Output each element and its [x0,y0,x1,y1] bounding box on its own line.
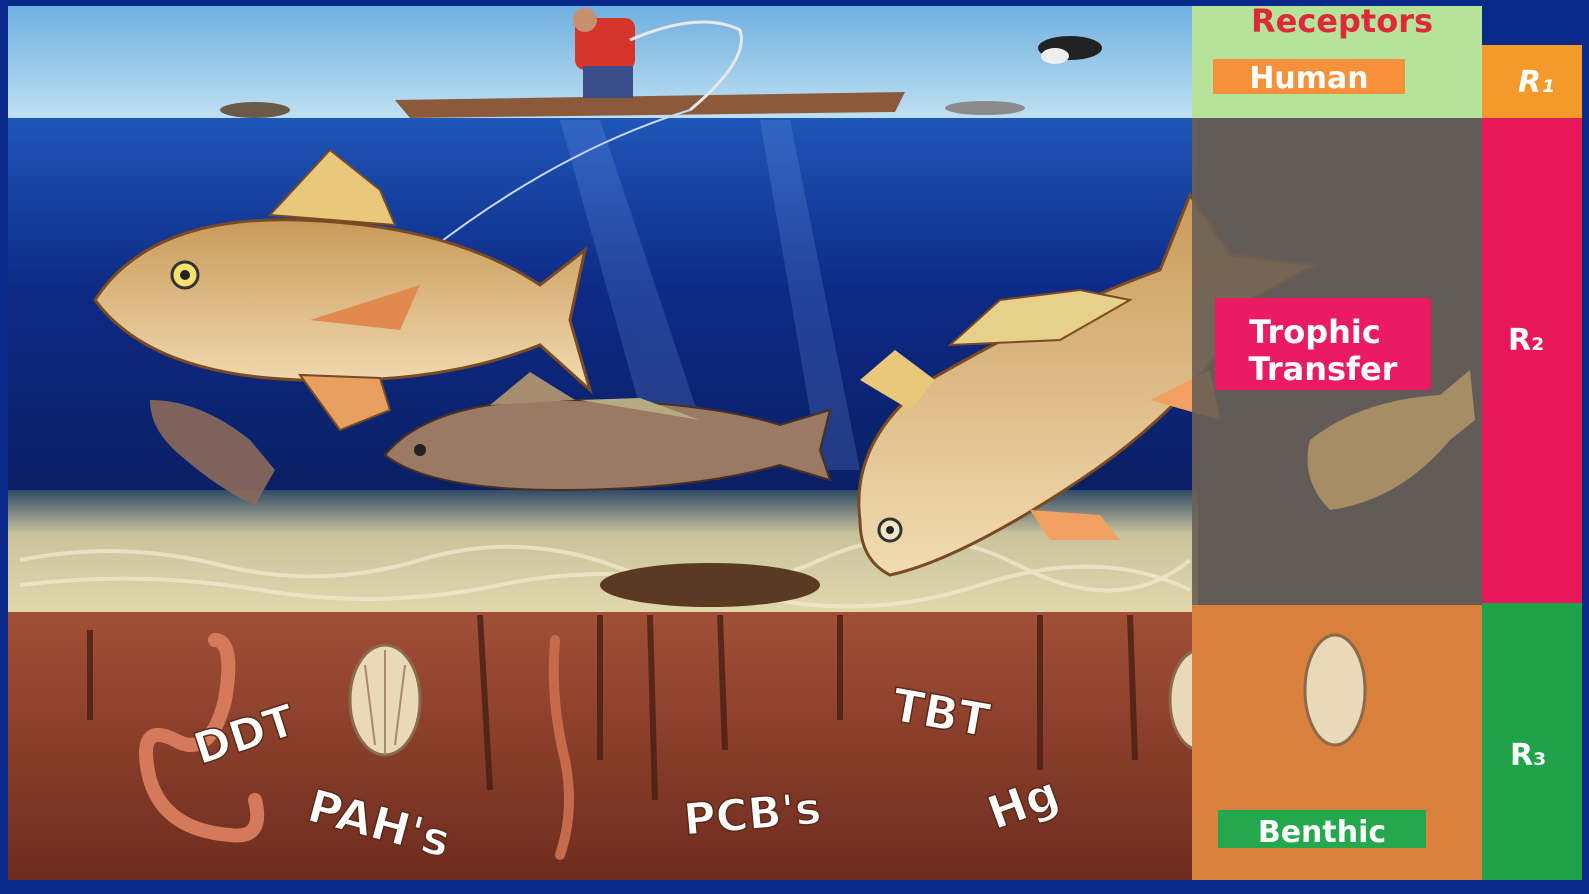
clam-shell-1 [350,645,420,755]
risk-tier-column: R₁ R₂ R₃ [1482,45,1582,880]
receptors-heading: Receptors [1251,2,1433,40]
benthic-label: Benthic [1258,815,1386,850]
tier-r1-label: R₁ [1518,65,1554,100]
trophic-label-line1: Trophic [1249,313,1381,351]
trophic-label-line2: Transfer [1249,350,1398,388]
small-boat-left [220,102,290,118]
bottom-flatfish [600,563,820,607]
receptors-panel: Receptors Human Trophic Transfer Benthic [1192,2,1482,880]
panel-clam-shell [1305,635,1365,745]
tier-r2-label: R₂ [1508,323,1544,358]
human-label: Human [1249,61,1368,96]
tier-r3-label: R₃ [1510,738,1546,773]
tier-r2-bar [1482,118,1582,603]
buoy-right [945,101,1025,115]
